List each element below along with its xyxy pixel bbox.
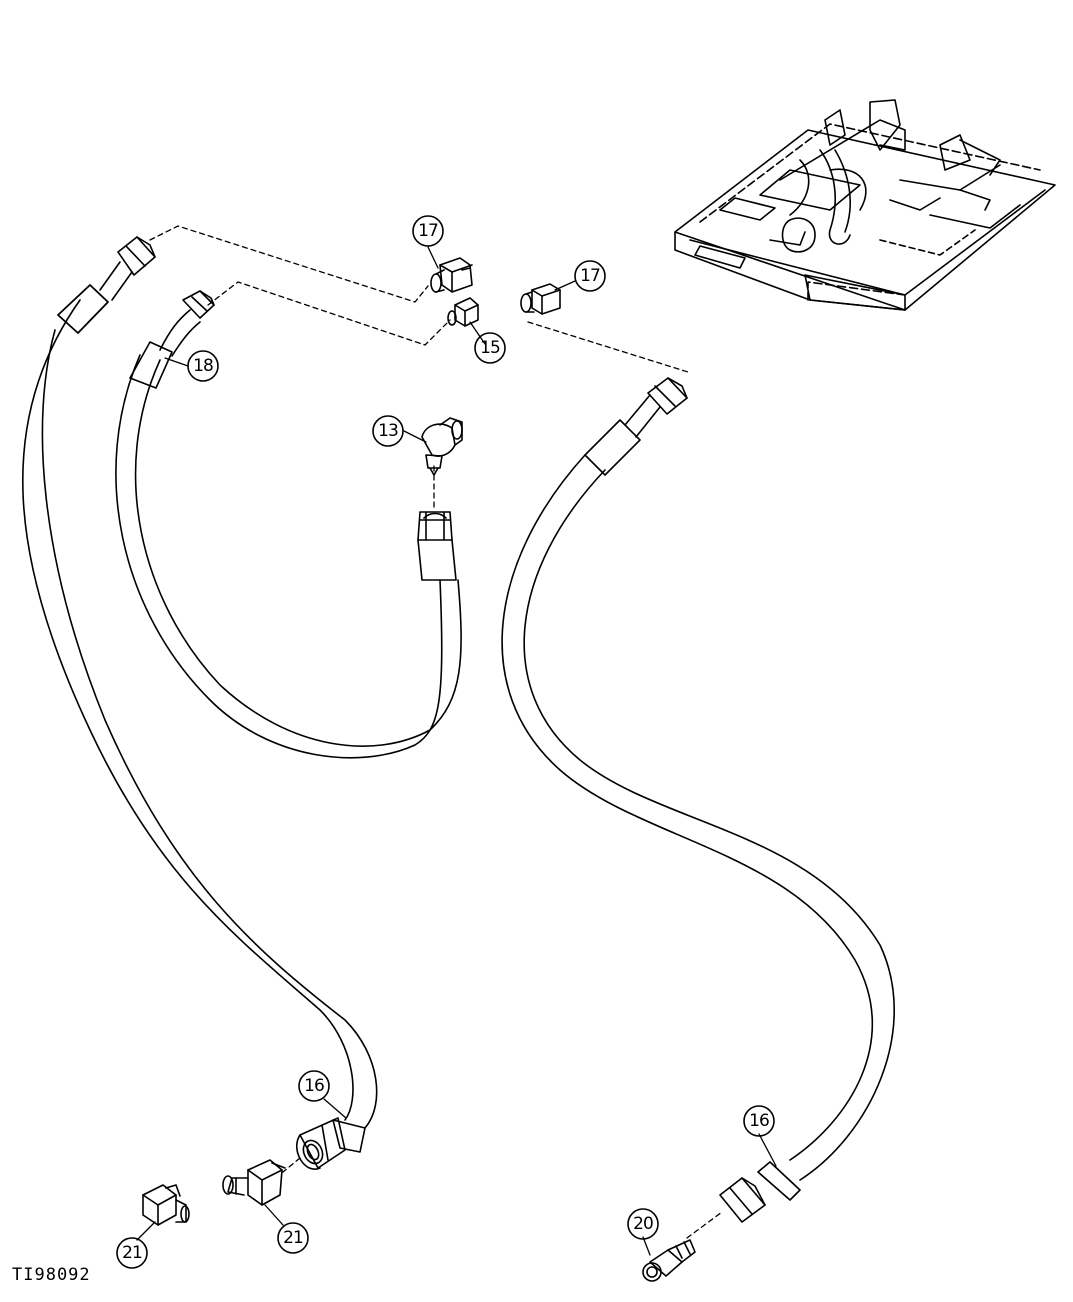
callout-18-label: 18 (193, 356, 213, 376)
machine-frame-assembly (674, 99, 1056, 311)
figure-id: TI98092 (12, 1265, 91, 1285)
hose-left-end-fitting (296, 1117, 366, 1170)
callout-15-circle (474, 332, 506, 364)
callout-13-circle (372, 415, 404, 447)
callout-20-label: 20 (633, 1214, 653, 1234)
callout-21-b-circle (116, 1237, 148, 1269)
callout-17-b-circle (574, 260, 606, 292)
callout-21-a-circle (277, 1222, 309, 1254)
fitting-17-right (520, 283, 561, 315)
fitting-21-left (142, 1184, 190, 1226)
callout-circles (116, 215, 775, 1269)
hose-18 (115, 290, 462, 759)
fitting-20 (642, 1239, 696, 1282)
callout-16-a-label: 16 (304, 1076, 324, 1096)
callout-16-b-circle (743, 1105, 775, 1137)
callout-21-a-label: 21 (283, 1228, 303, 1248)
callout-17-a-circle (412, 215, 444, 247)
callout-15-label: 15 (480, 338, 500, 358)
alignment-lines (149, 225, 723, 1239)
fitting-21-center (222, 1159, 286, 1206)
fitting-17-left (430, 257, 473, 293)
callout-21-b-label: 21 (122, 1243, 142, 1263)
fitting-13-elbow (421, 417, 463, 476)
hose-left-long (21, 236, 378, 1129)
callout-leaders (136, 246, 777, 1256)
hose-center-fitting (417, 511, 457, 581)
callout-18-circle (187, 350, 219, 382)
callout-13-label: 13 (378, 421, 398, 441)
callout-16-b-label: 16 (749, 1111, 769, 1131)
callout-16-a-circle (298, 1070, 330, 1102)
fitting-15 (447, 297, 479, 327)
callout-17-b-label: 17 (580, 266, 600, 286)
callout-17-a-label: 17 (418, 221, 438, 241)
hose-right-long (501, 377, 895, 1223)
callout-20-circle (627, 1208, 659, 1240)
callout-labels: 17 17 15 18 13 16 16 21 21 20 (122, 221, 770, 1263)
